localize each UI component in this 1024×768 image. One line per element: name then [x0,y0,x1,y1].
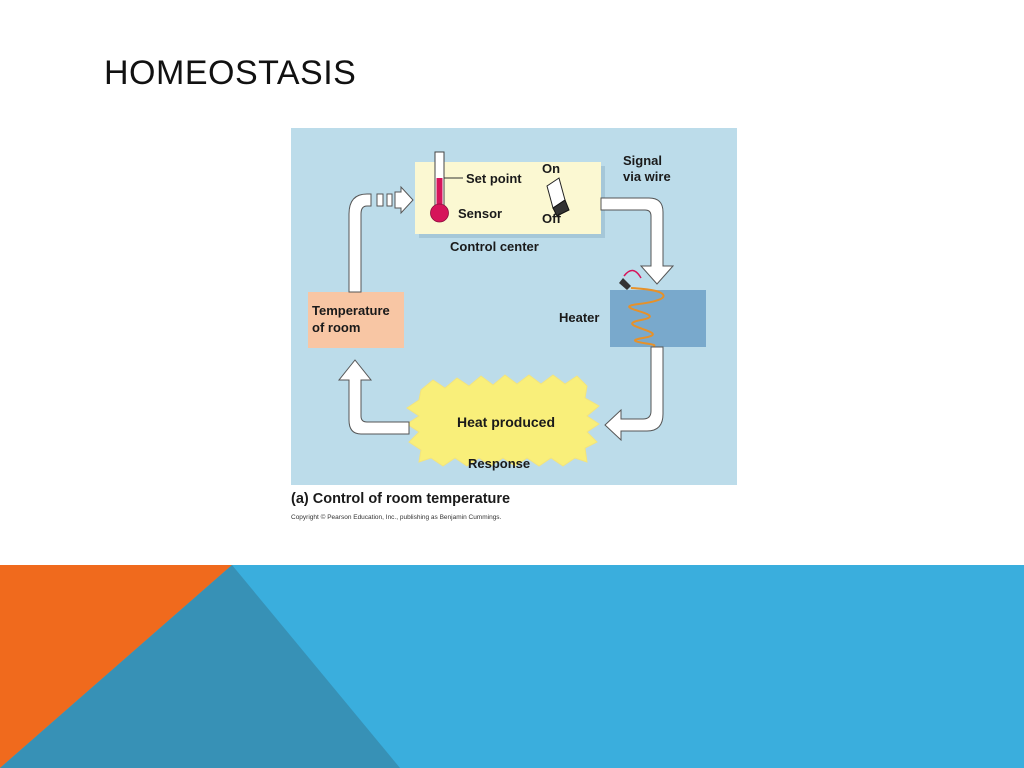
thermometer-icon [430,151,463,223]
signal-arrow [600,197,675,285]
response-arrow [337,359,410,435]
heater-box [610,290,706,347]
signal-label-line1: Signal [623,153,662,168]
switch-on-label: On [542,161,560,176]
toggle-switch-icon [546,177,570,217]
feedback-arrow-dash-1 [376,193,384,207]
sensor-label: Sensor [458,206,502,221]
footer-dark-blue-triangle [0,565,400,768]
heater-coil-icon [619,269,665,347]
feedback-arrow-dash-2 [386,193,393,207]
room-temperature-box [308,292,404,348]
copyright-notice: Copyright © Pearson Education, Inc., pub… [291,514,502,521]
control-center-box [415,162,601,234]
room-temperature-label-line1: Temperature [312,303,390,318]
response-label: Response [468,456,530,471]
heater-output-arrow [604,346,664,442]
room-temperature-label-line2: of room [312,320,360,335]
heater-label: Heater [559,310,599,325]
set-point-label: Set point [466,171,522,186]
heat-produced-label: Heat produced [457,414,555,430]
feedback-arrow-head [394,185,414,215]
figure-caption: (a) Control of room temperature [291,491,511,507]
heat-produced-burst [406,374,600,467]
slide-title: HOMEOSTASIS [104,54,357,92]
switch-off-label: Off [542,211,561,226]
homeostasis-diagram: Set point Sensor On Off Control center S… [291,128,737,485]
decorative-footer-shapes [0,565,1024,768]
control-center-label: Control center [450,239,539,254]
feedback-arrow [348,193,372,293]
signal-label-line2: via wire [623,169,671,184]
